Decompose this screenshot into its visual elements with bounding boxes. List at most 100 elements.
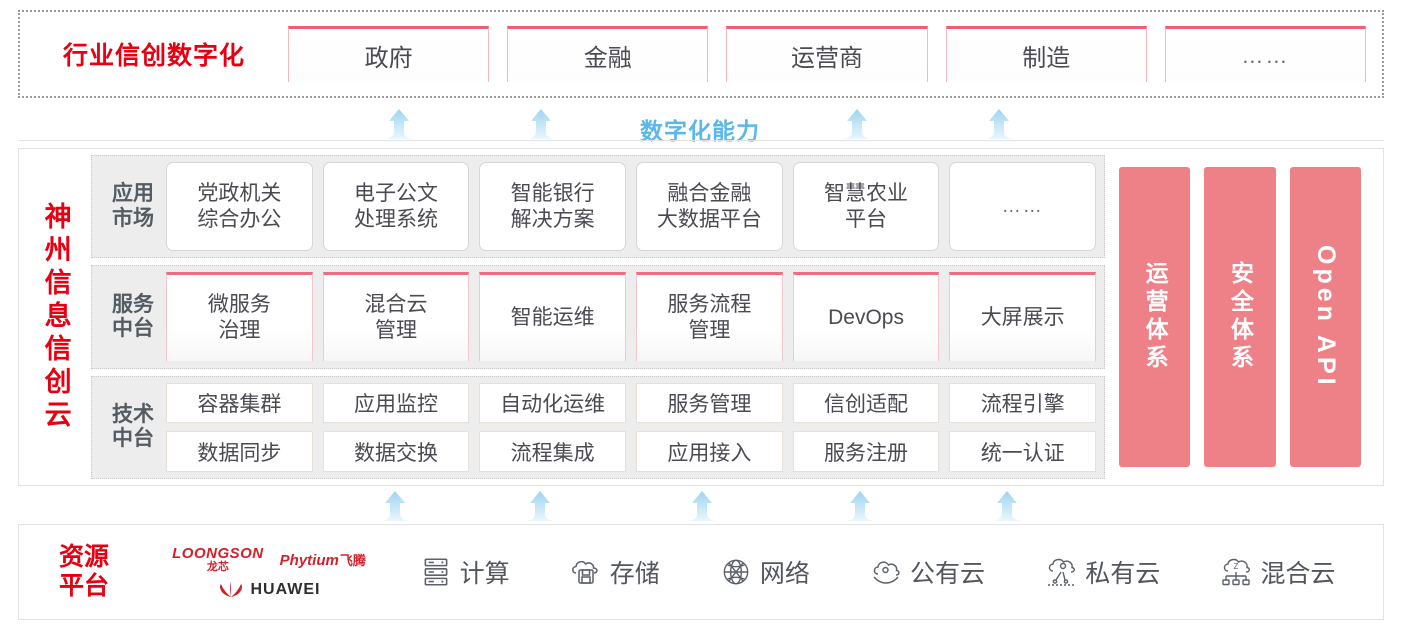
tech-cell-data-exchange[interactable]: 数据交换 — [322, 431, 470, 472]
pillar-group: 运营体系 安全体系 Open API — [1113, 155, 1375, 479]
private-cloud-icon — [1044, 555, 1078, 589]
hybrid-cloud-icon: Z — [1219, 555, 1253, 589]
svg-text:Z: Z — [1234, 562, 1239, 571]
layer-label-line2: 中台 — [112, 427, 154, 451]
tech-cell-process-engine[interactable]: 流程引擎 — [949, 382, 1097, 424]
layer-stack: 应用 市场 党政机关 综合办公 电子公文 — [91, 155, 1105, 479]
tech-cell-app-monitoring[interactable]: 应用监控 — [322, 382, 470, 424]
layer-app-market: 应用 市场 党政机关 综合办公 电子公文 — [91, 155, 1105, 259]
industry-box-government[interactable]: 政府 — [288, 26, 490, 82]
layer-label-tech-platform: 技术 中台 — [100, 403, 166, 452]
up-arrow-icon — [523, 490, 557, 522]
tech-cell-unified-auth[interactable]: 统一认证 — [949, 431, 1097, 472]
cell-line1: 智慧农业 — [824, 182, 909, 206]
pillar-label: 安全体系 — [1227, 261, 1254, 373]
server-rack-icon — [419, 555, 453, 589]
cloud-panel: 神州信息信创云 应用 市场 党政机关 综合办公 — [18, 148, 1384, 486]
industry-box-carrier[interactable]: 运营商 — [726, 26, 928, 82]
pillar-open-api[interactable]: Open API — [1289, 167, 1361, 467]
svc-cell-service-process-mgmt[interactable]: 服务流程 管理 — [636, 272, 783, 362]
industry-band-title: 行业信创数字化 — [62, 42, 245, 70]
resource-platform-title: 资源 平台 — [19, 543, 149, 602]
app-cell-finance-bigdata[interactable]: 融合金融 大数据平台 — [636, 162, 783, 252]
service-platform-cells: 微服务 治理 混合云 管理 智能运维 — [166, 272, 1097, 362]
cell-line1: 混合云 — [364, 293, 428, 317]
svc-cell-dashboard[interactable]: 大屏展示 — [949, 272, 1097, 362]
tech-row-1: 容器集群 应用监控 自动化运维 服务管理 信创适配 流程引擎 — [166, 382, 1097, 424]
network-globe-icon — [719, 555, 753, 589]
resource-item-compute[interactable]: 计算 — [419, 554, 510, 590]
resource-item-private-cloud[interactable]: 私有云 — [1044, 554, 1160, 590]
phytium-logo-cn: 飞腾 — [339, 552, 366, 568]
app-cell-more[interactable]: …… — [949, 162, 1097, 252]
tech-cell-container-cluster[interactable]: 容器集群 — [166, 382, 313, 424]
loongson-logo-cn: 龙芯 — [206, 560, 229, 573]
digital-capability-label: 数字化能力 — [640, 118, 760, 144]
pillar-label: 运营体系 — [1142, 261, 1169, 373]
resource-item-hybrid-cloud[interactable]: Z 混合云 — [1219, 554, 1335, 590]
layer-service-platform: 服务 中台 微服务 治理 混合云 管 — [91, 265, 1105, 369]
cell-line2: 解决方案 — [510, 207, 595, 231]
up-arrow-icon — [982, 108, 1016, 140]
tech-cell-service-registry[interactable]: 服务注册 — [792, 431, 940, 472]
tech-cell-process-integration[interactable]: 流程集成 — [479, 431, 627, 472]
layer-label-app-market: 应用 市场 — [100, 182, 166, 231]
svc-cell-hybrid-cloud-mgmt[interactable]: 混合云 管理 — [322, 272, 470, 362]
tech-cell-xinchuang-adaptation[interactable]: 信创适配 — [792, 382, 940, 424]
cell-line1: 党政机关 — [197, 182, 282, 206]
industry-box-more[interactable]: …… — [1164, 26, 1367, 82]
layer-label-service-platform: 服务 中台 — [100, 293, 166, 342]
tech-cell-automated-ops[interactable]: 自动化运维 — [479, 382, 627, 424]
svc-cell-smart-ops[interactable]: 智能运维 — [479, 272, 627, 362]
resource-item-list: 计算 存储 — [389, 554, 1383, 590]
pillar-operations-system[interactable]: 运营体系 — [1119, 167, 1191, 467]
layer-label-line1: 服务 — [112, 292, 154, 316]
app-market-cells: 党政机关 综合办公 电子公文 处理系统 智能银行 — [166, 162, 1097, 252]
app-cell-edoc-system[interactable]: 电子公文 处理系统 — [322, 162, 470, 252]
industry-box-list: 政府 金融 运营商 制造 …… — [288, 26, 1382, 82]
resource-item-public-cloud[interactable]: 公有云 — [869, 554, 985, 590]
industry-box-manufacturing[interactable]: 制造 — [945, 26, 1147, 82]
cloud-panel-body: 应用 市场 党政机关 综合办公 电子公文 — [91, 149, 1383, 485]
phytium-logo: Phytium 飞腾 — [280, 550, 366, 569]
capability-arrow-row — [0, 106, 1402, 140]
tech-cell-app-access[interactable]: 应用接入 — [636, 431, 783, 472]
up-arrow-icon — [524, 108, 558, 140]
loongson-logo-en: LOONGSON — [172, 544, 264, 562]
resource-item-network[interactable]: 网络 — [719, 554, 810, 590]
pillar-security-system[interactable]: 安全体系 — [1204, 167, 1276, 467]
vendor-logo-row-1: LOONGSON 龙芯 Phytium 飞腾 — [172, 546, 366, 573]
tech-cell-data-sync[interactable]: 数据同步 — [166, 431, 313, 472]
tech-row-2: 数据同步 数据交换 流程集成 应用接入 服务注册 统一认证 — [166, 431, 1097, 472]
cell-line2: 治理 — [218, 318, 261, 342]
up-arrow-icon — [382, 108, 416, 140]
resource-item-label: 公有云 — [910, 560, 986, 588]
resource-arrow-row — [0, 488, 1402, 522]
svc-cell-microservice-governance[interactable]: 微服务 治理 — [166, 272, 313, 362]
resource-item-label: 存储 — [609, 560, 660, 588]
up-arrow-icon — [378, 490, 412, 522]
cell-line2: 平台 — [845, 207, 888, 231]
app-cell-government-office[interactable]: 党政机关 综合办公 — [166, 162, 313, 252]
svc-cell-devops[interactable]: DevOps — [792, 272, 940, 362]
cell-line2: 大数据平台 — [656, 207, 762, 231]
industry-box-finance[interactable]: 金融 — [507, 26, 709, 82]
cell-line1: 融合金融 — [667, 182, 752, 206]
resource-item-storage[interactable]: 存储 — [569, 554, 660, 590]
app-cell-smart-bank[interactable]: 智能银行 解决方案 — [479, 162, 627, 252]
resource-item-label: 混合云 — [1260, 560, 1336, 588]
pillar-label: Open API — [1311, 245, 1340, 389]
app-cell-smart-agriculture[interactable]: 智慧农业 平台 — [792, 162, 940, 252]
up-arrow-icon — [843, 490, 877, 522]
cell-line1: 服务流程 — [667, 293, 752, 317]
huawei-logo: HUAWEI — [218, 581, 321, 599]
cloud-panel-title: 神州信息信创云 — [40, 201, 71, 433]
layer-label-line1: 技术 — [112, 402, 154, 426]
cell-line1: 电子公文 — [354, 182, 438, 206]
vendor-logo-row-2: HUAWEI — [218, 581, 321, 599]
tech-cell-service-mgmt[interactable]: 服务管理 — [636, 382, 783, 424]
cell-line1: 微服务 — [207, 293, 271, 317]
cell-line2: 处理系统 — [354, 207, 438, 231]
tech-platform-cells: 容器集群 应用监控 自动化运维 服务管理 信创适配 流程引擎 数据同步 数据交换… — [166, 382, 1097, 472]
